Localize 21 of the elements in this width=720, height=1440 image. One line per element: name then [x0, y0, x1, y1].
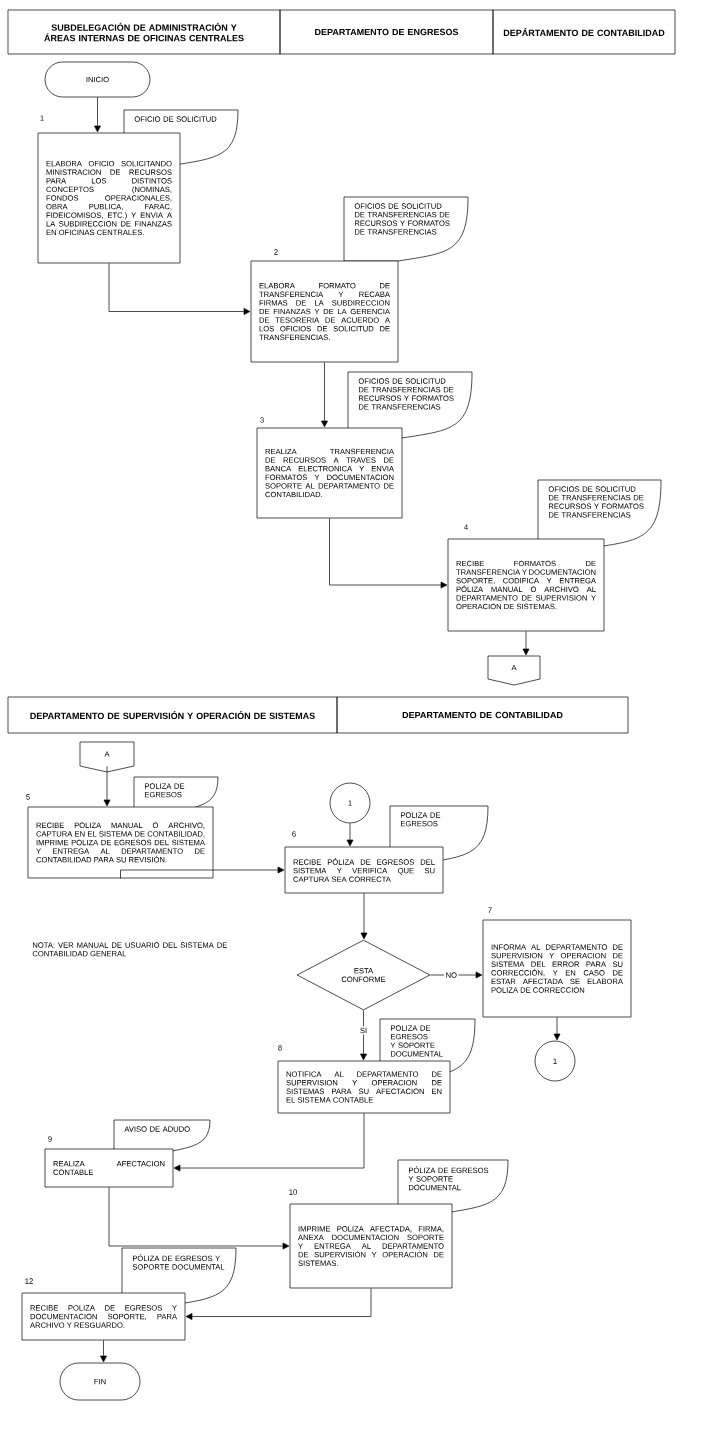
arrow [346, 823, 354, 847]
arrow [120, 866, 285, 879]
arrow [94, 97, 101, 133]
arrow [108, 263, 251, 315]
arrow [360, 893, 368, 940]
arrow [360, 1010, 367, 1061]
arrow [329, 518, 448, 589]
arrow [185, 1288, 372, 1320]
arrow [430, 971, 483, 979]
arrow [100, 1340, 107, 1363]
lane-header: DEPARTAMENTO DE SUPERVISIÓN Y OPERACIÓN DE SISTEMAS [7, 696, 338, 734]
arrow [173, 1113, 365, 1172]
lane-header: DEPARTAMENTO DE CONTABILIDAD [336, 696, 629, 734]
arrow [522, 631, 530, 656]
lane-header: DEPARTAMENTO DE ENGRESOS [279, 9, 494, 55]
arrow [321, 362, 328, 428]
arrow [103, 766, 111, 807]
arrow [553, 1017, 561, 1041]
lane-header: SUBDELEGACIÓN DE ADMINISTRACIÓN Y ÁREAS INTERNAS DE OFICINAS CENTRALES [7, 9, 281, 55]
arrow [108, 1187, 290, 1250]
lane-header: DEPÁRTAMENTO DE CONTABILIDAD [492, 9, 676, 55]
